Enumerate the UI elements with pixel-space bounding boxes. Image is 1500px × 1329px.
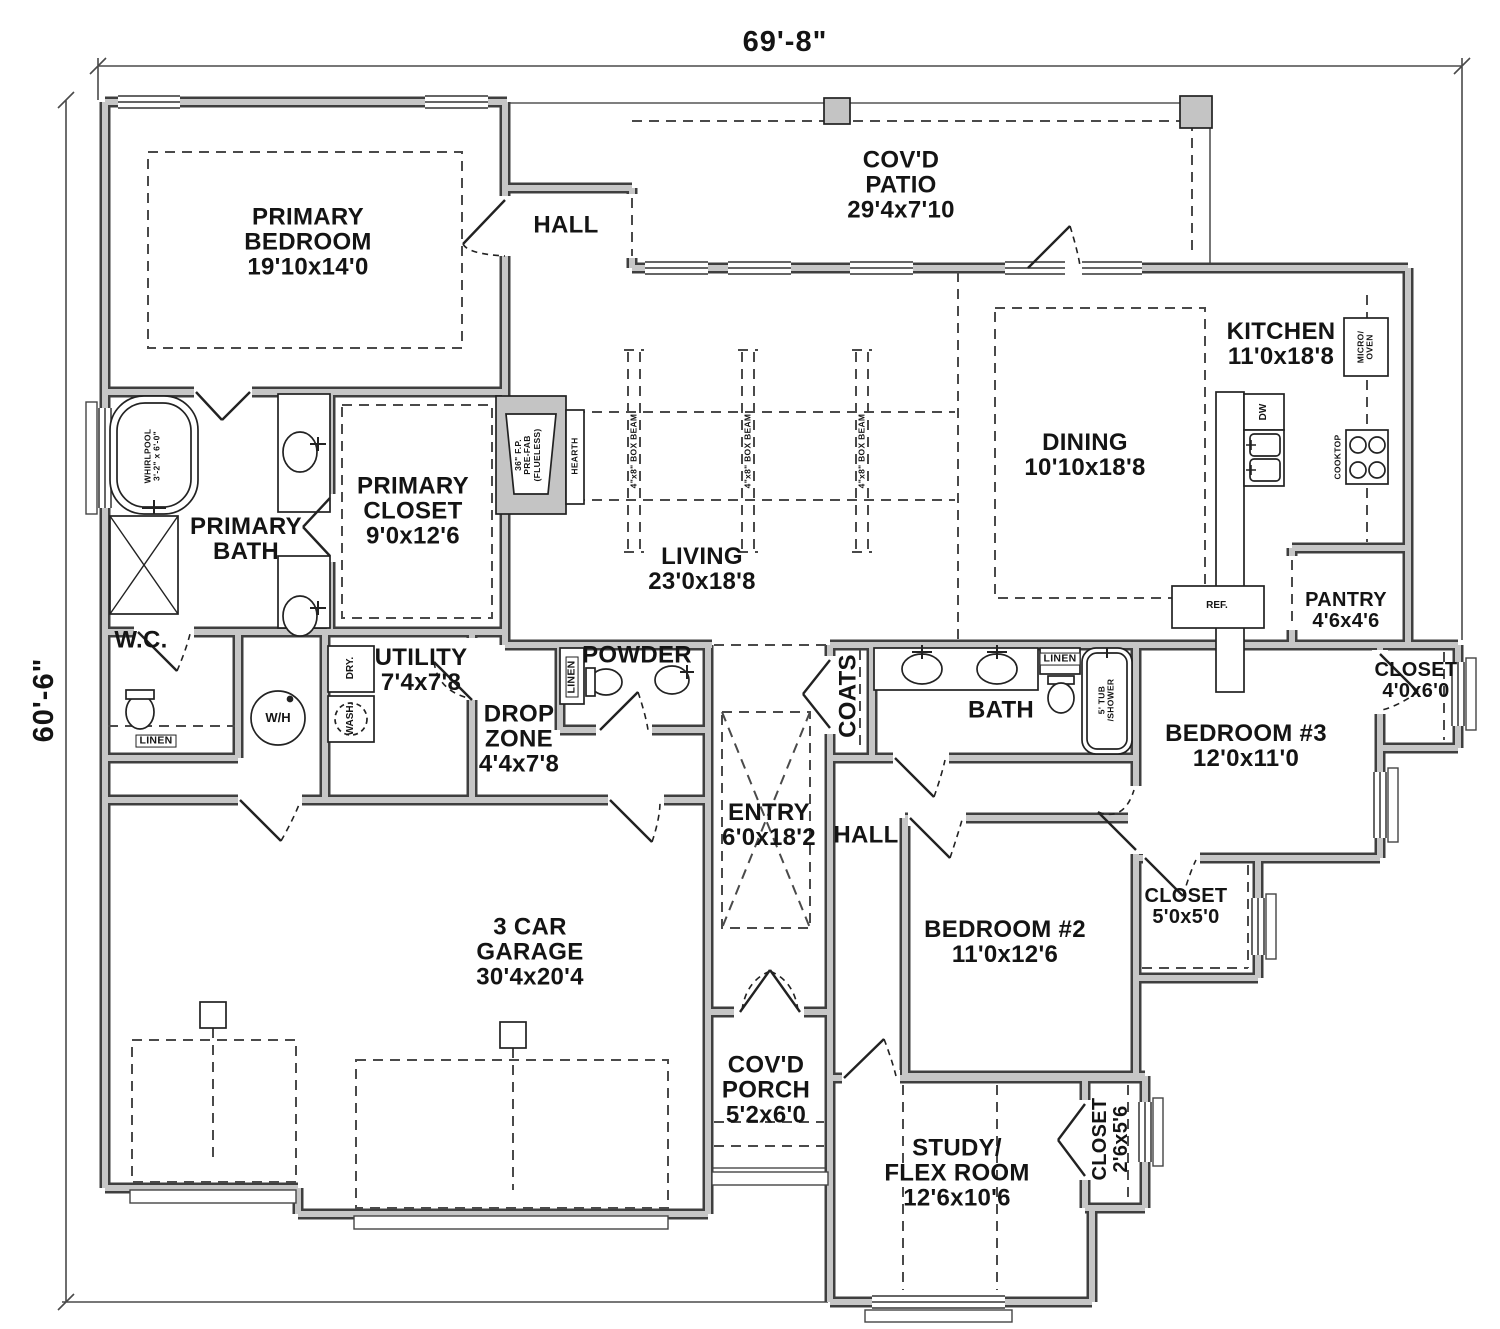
dishwasher-label: DW xyxy=(1257,403,1269,421)
hearth xyxy=(565,409,585,505)
room-label-hall-top: HALL xyxy=(533,211,599,239)
sink xyxy=(282,595,318,637)
micro-oven-label: MICRO/ OVEN xyxy=(1355,330,1375,364)
whirlpool-label: WHIRLPOOL 3'-2" x 6'-0" xyxy=(142,428,162,484)
sink xyxy=(654,665,690,695)
water-heater xyxy=(250,690,306,746)
doors xyxy=(137,199,1419,1177)
windows xyxy=(85,94,1477,1323)
overall-width-dimension: 69'-8" xyxy=(742,25,828,58)
box-beam-label: 4"x8" BOX BEAM xyxy=(628,413,639,489)
hearth-label: HEARTH xyxy=(569,437,580,475)
dimension-lines xyxy=(57,57,1471,1311)
dishwasher-box xyxy=(1243,393,1285,431)
room-label-coats: COATS xyxy=(834,654,862,738)
cooktop-label: COOKTOP xyxy=(1332,434,1343,480)
patio-column xyxy=(823,97,851,125)
room-label-wc: W.C. xyxy=(114,626,168,654)
kitchen-island xyxy=(1215,391,1245,693)
room-label-primary-bath: PRIMARY BATH xyxy=(190,513,302,565)
room-label-bath: BATH xyxy=(967,696,1035,724)
tub-shower-label: 5' TUB /SHOWER xyxy=(1096,678,1116,722)
fireplace-label: 36" F.P. PRE-FAB (FLUELESS) xyxy=(512,428,542,482)
water-heater-label: W/H xyxy=(265,710,291,726)
linen-label-wc: LINEN xyxy=(135,734,177,748)
micro-oven-box xyxy=(1343,317,1389,377)
refrigerator-label: REF. xyxy=(1206,599,1228,611)
patio-column xyxy=(1179,95,1213,129)
sink xyxy=(282,431,318,473)
overall-height-dimension: 60'-6" xyxy=(27,657,60,743)
garage-opener xyxy=(199,1001,227,1029)
garage-opener xyxy=(499,1021,527,1049)
room-label-powder: POWDER xyxy=(582,641,692,669)
door-gaps xyxy=(134,194,1388,1180)
toilet xyxy=(1047,682,1075,714)
linen-label-powder: LINEN xyxy=(565,656,579,698)
fixtures xyxy=(109,95,1389,1049)
dryer-label: DRY. xyxy=(344,656,356,680)
linen-label-bath: LINEN xyxy=(1039,652,1081,666)
toilet xyxy=(125,694,155,730)
patio-edge xyxy=(510,102,1212,1169)
refrigerator xyxy=(1171,585,1265,629)
room-label-hall-center: HALL xyxy=(833,821,899,849)
dashed-details xyxy=(108,120,1445,1290)
dryer xyxy=(327,645,375,693)
box-beam-label: 4"x8" BOX BEAM xyxy=(742,413,753,489)
box-beam-label: 4"x8" BOX BEAM xyxy=(856,413,867,489)
washer-label: WASH. xyxy=(344,702,356,736)
